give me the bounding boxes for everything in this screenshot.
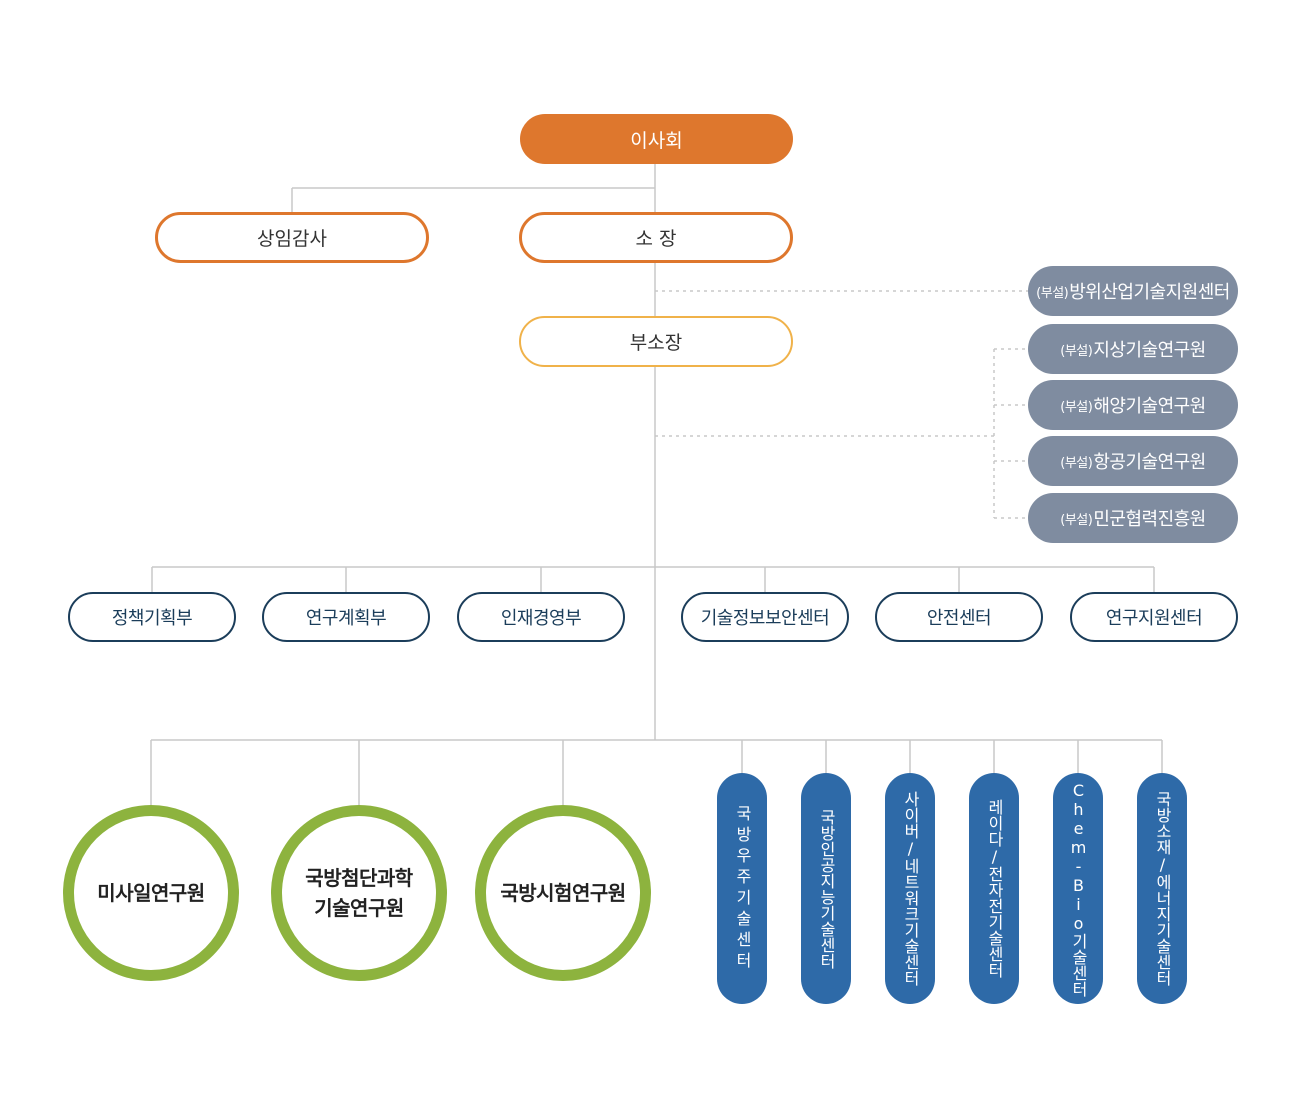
center-materials-energy: 국방소재/에너지기술센터 xyxy=(1137,773,1187,1004)
institute-label-line1: 미사일연구원 xyxy=(97,881,205,905)
center-label: 사이버/네트워크기술센터 xyxy=(901,791,920,986)
dept-label: 기술정보보안센터 xyxy=(700,608,830,629)
affiliated-defense-support-center: (부설)방위산업기술지원센터 xyxy=(1028,266,1238,316)
dept-tech-info-security: 기술정보보안센터 xyxy=(681,592,849,642)
affiliated-label: 지상기술연구원 xyxy=(1093,340,1206,361)
deputy-label: 부소장 xyxy=(629,332,683,354)
director-box: 소 장 xyxy=(519,212,793,263)
affiliated-prefix: (부설) xyxy=(1036,285,1069,301)
center-label: 국방인공지능기술센터 xyxy=(817,808,836,969)
center-label: 국방소재/에너지기술센터 xyxy=(1153,791,1172,986)
affiliated-label: 해양기술연구원 xyxy=(1093,396,1206,417)
dept-label: 연구지원센터 xyxy=(1105,608,1203,629)
standing-auditor-box: 상임감사 xyxy=(155,212,429,263)
affiliated-prefix: (부설) xyxy=(1060,455,1093,471)
board-of-directors-box: 이사회 xyxy=(520,114,793,164)
affiliated-prefix: (부설) xyxy=(1060,399,1093,415)
dept-label: 인재경영부 xyxy=(500,608,582,629)
deputy-director-box: 부소장 xyxy=(519,316,793,367)
affiliated-label: 방위산업기술지원센터 xyxy=(1069,282,1230,303)
institute-label-line1: 국방첨단과학 xyxy=(305,866,413,890)
center-label: Chem-Bio기술센터 xyxy=(1069,780,1088,997)
dept-label: 정책기획부 xyxy=(111,608,193,629)
affiliated-civil-military-institute: (부설)민군협력진흥원 xyxy=(1028,493,1238,543)
director-label: 소 장 xyxy=(635,228,677,250)
center-chem-bio: Chem-Bio기술센터 xyxy=(1053,773,1103,1004)
dept-research-support: 연구지원센터 xyxy=(1070,592,1238,642)
dept-policy-planning: 정책기획부 xyxy=(68,592,236,642)
dept-research-planning: 연구계획부 xyxy=(262,592,430,642)
center-cyber-network: 사이버/네트워크기술센터 xyxy=(885,773,935,1004)
dept-hr-management: 인재경영부 xyxy=(457,592,625,642)
institute-label-line1: 국방시험연구원 xyxy=(500,881,626,905)
institute-missile: 미사일연구원 xyxy=(63,805,239,981)
dept-label: 연구계획부 xyxy=(305,608,387,629)
affiliated-label: 민군협력진흥원 xyxy=(1093,509,1206,530)
dept-label: 안전센터 xyxy=(926,608,992,629)
institute-label-line2: 기술연구원 xyxy=(314,896,404,920)
center-radar-ew: 레이다/전자전기술센터 xyxy=(969,773,1019,1004)
institute-advanced-science: 국방첨단과학 기술연구원 xyxy=(271,805,447,981)
dept-safety-center: 안전센터 xyxy=(875,592,1043,642)
affiliated-ground-institute: (부설)지상기술연구원 xyxy=(1028,324,1238,374)
affiliated-label: 항공기술연구원 xyxy=(1093,452,1206,473)
center-label: 레이다/전자전기술센터 xyxy=(985,799,1004,978)
center-space-tech: 국방우주기술센터 xyxy=(717,773,767,1004)
affiliated-prefix: (부설) xyxy=(1060,343,1093,359)
affiliated-prefix: (부설) xyxy=(1060,512,1093,528)
affiliated-aerospace-institute: (부설)항공기술연구원 xyxy=(1028,436,1238,486)
affiliated-naval-institute: (부설)해양기술연구원 xyxy=(1028,380,1238,430)
auditor-label: 상임감사 xyxy=(257,228,327,250)
institute-test-evaluation: 국방시험연구원 xyxy=(475,805,651,981)
board-label: 이사회 xyxy=(630,129,683,152)
center-ai-tech: 국방인공지능기술센터 xyxy=(801,773,851,1004)
center-label: 국방우주기술센터 xyxy=(733,804,752,973)
